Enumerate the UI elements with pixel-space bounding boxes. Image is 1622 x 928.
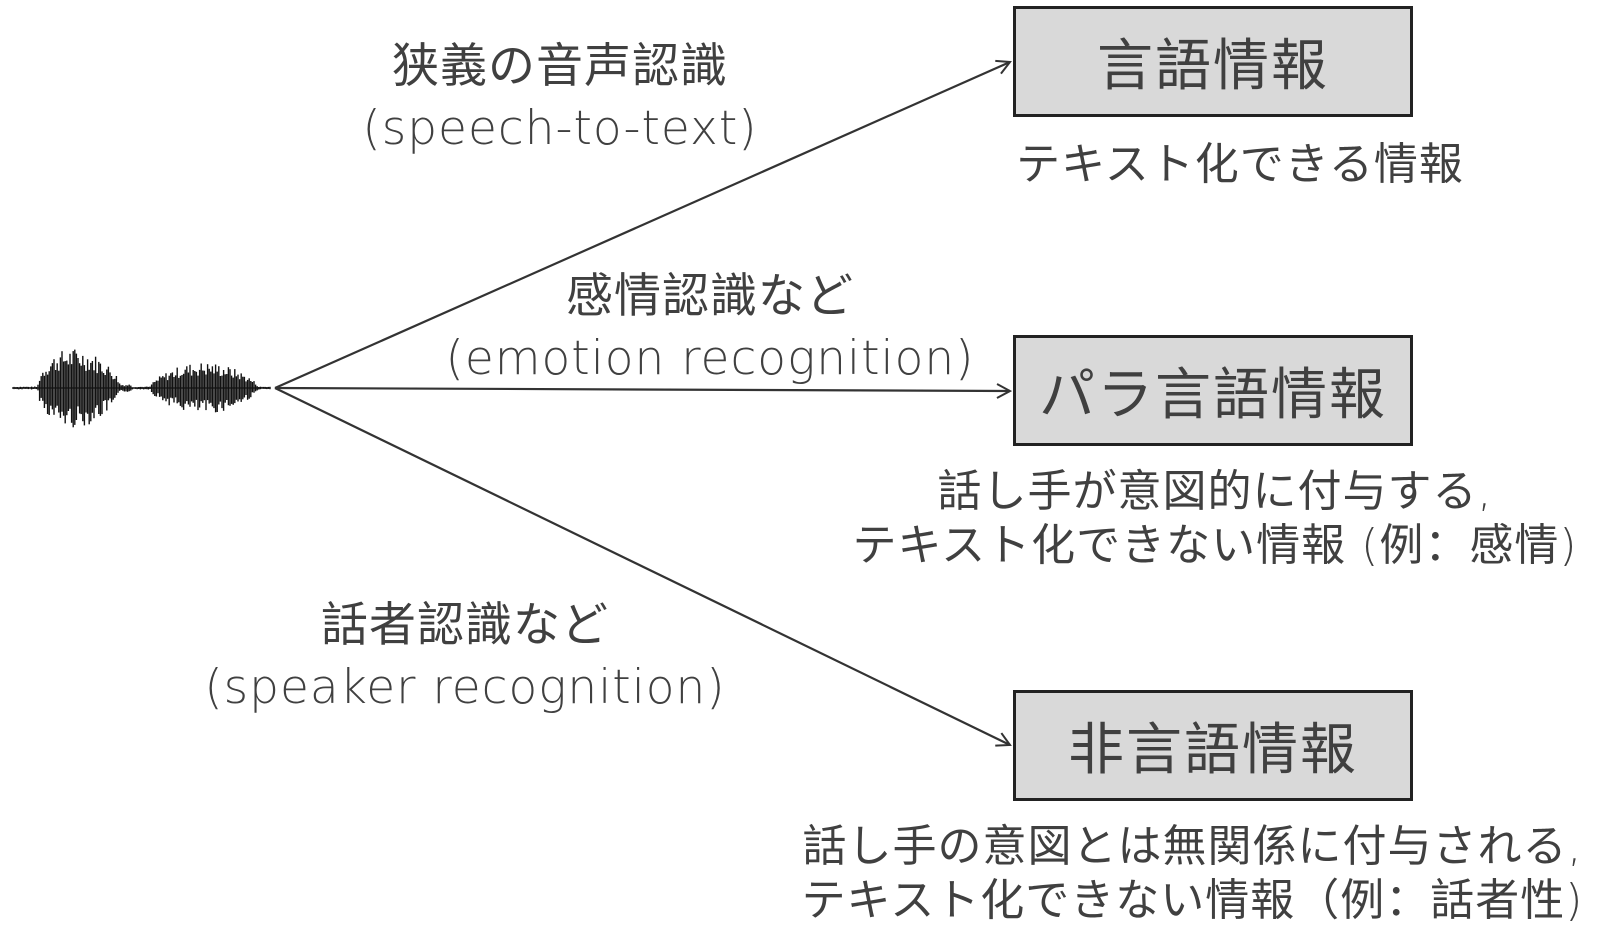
- box-linguistic-info: 言語情報: [1013, 6, 1413, 117]
- box-paralinguistic-info: パラ言語情報: [1013, 335, 1413, 446]
- label-speaker-recognition-ja: 話者認識など: [321, 598, 609, 653]
- label-speech-to-text-en: (speech-to-text): [362, 101, 758, 156]
- label-speech-to-text-ja: 狭義の音声認識: [392, 39, 728, 94]
- label-emotion-recognition-en: (emotion recognition): [445, 331, 975, 386]
- label-emotion-recognition: 感情認識など (emotion recognition): [430, 266, 990, 390]
- label-speech-to-text: 狭義の音声認識 (speech-to-text): [335, 36, 785, 160]
- desc-paralinguistic: 話し手が意図的に付与する, テキスト化できない情報 (例：感情): [815, 465, 1615, 573]
- label-emotion-recognition-ja: 感情認識など: [566, 269, 854, 324]
- box-nonlinguistic-info: 非言語情報: [1013, 690, 1413, 801]
- desc-nonlinguistic-line1: 話し手の意図とは無関係に付与される,: [802, 821, 1583, 872]
- desc-paralinguistic-line1: 話し手が意図的に付与する,: [937, 466, 1493, 517]
- label-speaker-recognition: 話者認識など (speaker recognition): [195, 595, 735, 719]
- label-speaker-recognition-en: (speaker recognition): [204, 660, 726, 715]
- desc-paralinguistic-line2: テキスト化できない情報 (例：感情): [852, 520, 1578, 571]
- desc-nonlinguistic-line2: テキスト化できない情報（例：話者性): [801, 875, 1584, 926]
- arrow-to-nonlinguistic: [274, 387, 1010, 745]
- desc-nonlinguistic: 話し手の意図とは無関係に付与される, テキスト化できない情報（例：話者性): [770, 820, 1615, 928]
- desc-linguistic: テキスト化できる情報: [1016, 139, 1464, 190]
- arrow-to-linguistic: [274, 62, 1010, 390]
- arrow-to-paralinguistic: [274, 388, 1010, 391]
- speech-waveform-icon: [12, 349, 271, 428]
